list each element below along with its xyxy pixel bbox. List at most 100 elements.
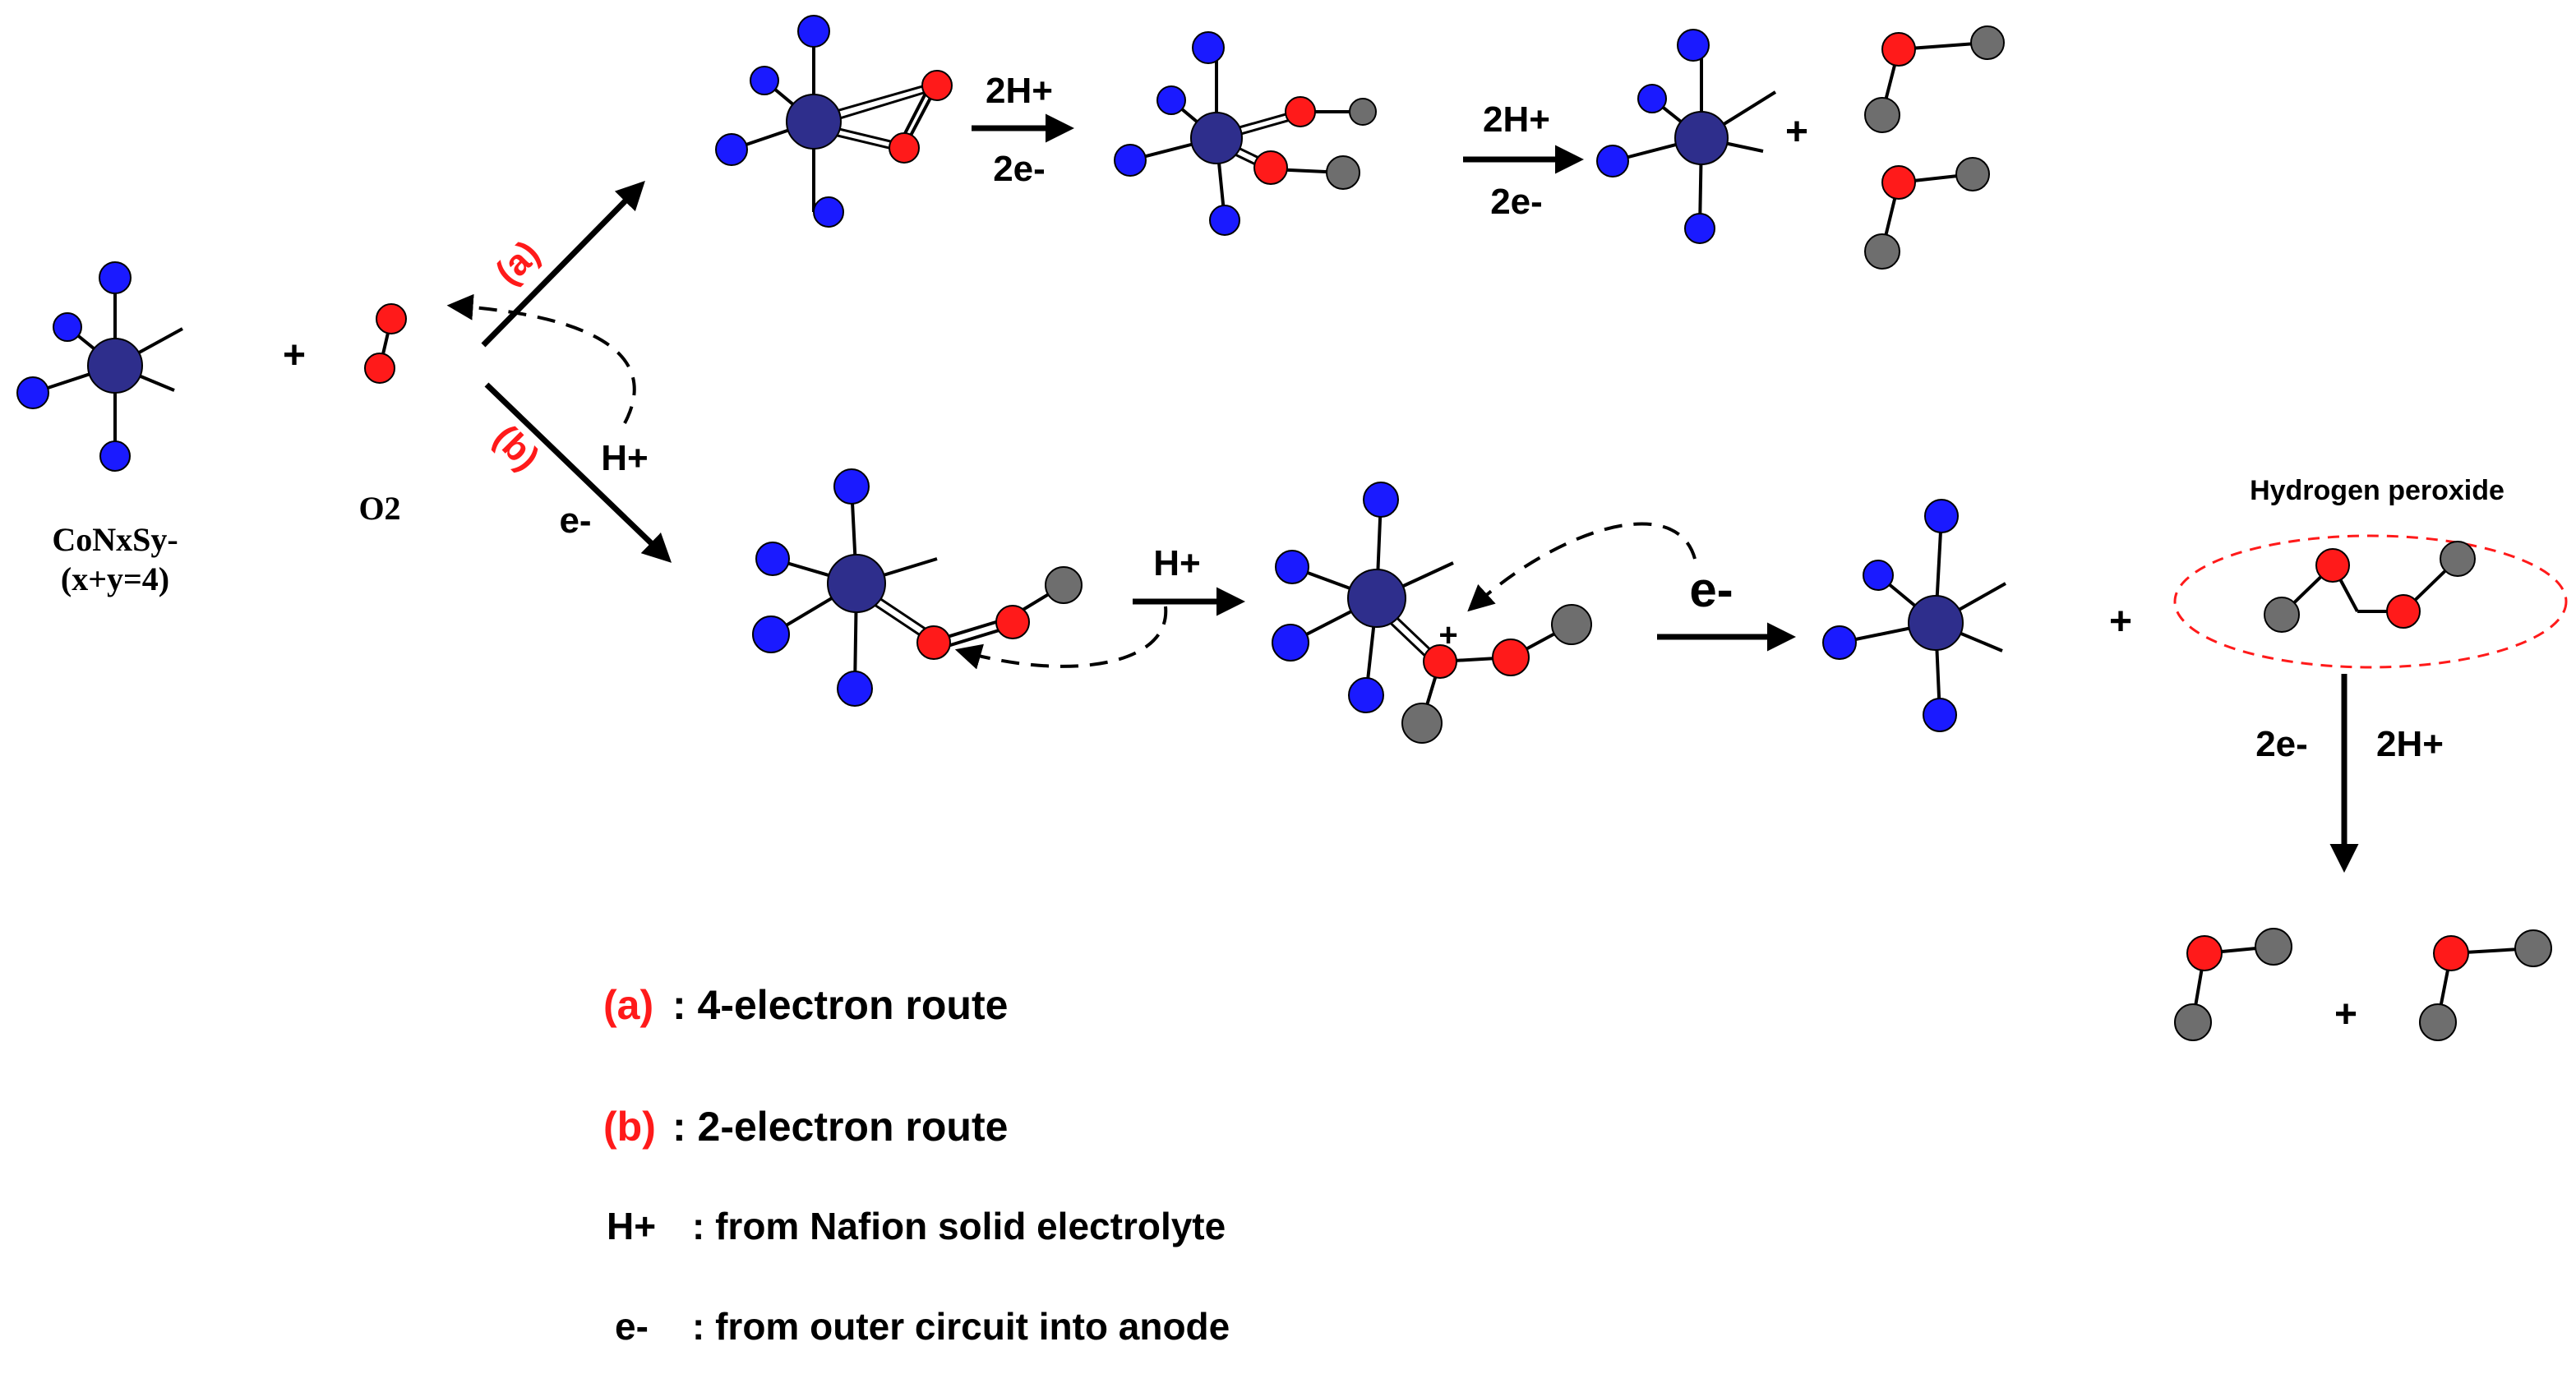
legend-text-a: : 4-electron route — [672, 982, 1008, 1028]
nitrogen-atom — [1192, 31, 1225, 64]
legend-text-h: : from Nafion solid electrolyte — [692, 1205, 1226, 1247]
co-o2-complex — [715, 15, 953, 228]
peroxide-reduction-right: 2H+ — [2376, 724, 2444, 764]
hydrogen-atom — [1551, 604, 1592, 645]
hydrogen-atom — [1401, 703, 1443, 744]
oxygen-atom — [364, 353, 395, 384]
hydrogen-atom — [1864, 233, 1900, 270]
oxygen-atom — [2315, 548, 2350, 583]
catalyst-label-line1: CoNxSy- — [52, 521, 178, 558]
nitrogen-atom — [813, 196, 844, 228]
hydrogen-peroxide-label: Hydrogen peroxide — [2250, 475, 2504, 506]
oxygen-atom — [1253, 150, 1288, 185]
hydrogen-atom — [2419, 1003, 2457, 1041]
route-a-step1-top: 2H+ — [986, 71, 1053, 111]
proton-transfer-curve — [446, 293, 636, 424]
cobalt-atom — [87, 338, 143, 394]
legend-text-b: : 2-electron route — [672, 1104, 1008, 1150]
nitrogen-atom — [1596, 145, 1629, 178]
cobalt-atom — [786, 94, 842, 150]
nitrogen-atom — [1863, 560, 1894, 591]
cobalt-atom — [1908, 595, 1964, 651]
nitrogen-atom — [1348, 677, 1384, 713]
legend-key-b: (b) — [603, 1104, 656, 1150]
legend-key-a: (a) — [603, 982, 653, 1028]
route-a-plus: + — [1785, 110, 1808, 154]
water-molecule — [2419, 929, 2552, 1041]
catalyst-regenerated-b — [1822, 499, 2006, 732]
nitrogen-atom — [1923, 698, 1957, 732]
oxygen-atom — [921, 70, 953, 101]
nitrogen-atom — [16, 376, 49, 409]
co-superoxo-complex — [752, 468, 1083, 707]
oxygen-atom — [376, 303, 407, 334]
route-a-label: (a) — [487, 233, 547, 293]
legend-key-h: H+ — [607, 1205, 656, 1247]
hydrogen-peroxide-highlight — [2173, 534, 2568, 669]
route-a-step2-top: 2H+ — [1483, 99, 1550, 140]
hydrogen-atom — [2514, 929, 2552, 967]
nitrogen-atom — [750, 66, 779, 95]
nitrogen-atom — [1924, 499, 1959, 533]
nitrogen-atom — [1156, 85, 1186, 115]
oxygen-atom — [1285, 96, 1316, 127]
cobalt-atom — [1347, 569, 1406, 628]
hydrogen-atom — [1349, 98, 1377, 126]
water-molecule — [1864, 25, 2005, 133]
nitrogen-atom — [1272, 624, 1309, 662]
oxygen-atom — [2186, 935, 2223, 971]
route-b-h-plus: H+ — [601, 438, 648, 478]
nitrogen-atom — [1275, 550, 1309, 584]
nitrogen-atom — [1684, 213, 1715, 244]
catalyst-molecule — [16, 261, 183, 472]
hydrogen-atom — [2255, 928, 2292, 966]
route-a-step2-bottom: 2e- — [1490, 182, 1543, 222]
electron-transfer-curve — [1467, 522, 1697, 612]
route-b-step2-label: e- — [1689, 562, 1733, 617]
catalyst-regenerated-a — [1596, 29, 1777, 244]
route-b-plus: + — [2109, 600, 2132, 643]
o2-label: O2 — [358, 490, 400, 527]
plus-sign: + — [283, 334, 306, 377]
route-a-arrow — [481, 181, 645, 348]
nitrogen-atom — [837, 671, 873, 707]
hydrogen-atom — [2174, 1003, 2212, 1041]
oxygen-atom — [995, 605, 1030, 639]
oxygen-atom — [1423, 644, 1457, 679]
oxygen-atom — [2433, 935, 2469, 971]
route-b-arrow — [484, 382, 672, 563]
route-b-step1-top: H+ — [1153, 543, 1200, 583]
route-b-e-minus: e- — [559, 500, 591, 541]
co-dihydroxy-complex — [1114, 31, 1377, 236]
catalyst-label-line2: (x+y=4) — [61, 560, 169, 597]
final-plus: + — [2334, 993, 2357, 1036]
nitrogen-atom — [833, 468, 870, 505]
cobalt-atom — [827, 554, 886, 613]
hydrogen-atom — [2440, 541, 2476, 577]
peroxide-reduction-left: 2e- — [2255, 724, 2308, 764]
water-molecule — [2174, 928, 2292, 1041]
nitrogen-atom — [1822, 625, 1857, 660]
hydrogen-atom — [1045, 566, 1083, 604]
nitrogen-atom — [755, 542, 790, 576]
co-hydroperoxo-complex — [1272, 482, 1592, 744]
cobalt-atom — [1190, 112, 1243, 164]
nitrogen-atom — [99, 440, 131, 472]
oxygen-atom — [2386, 594, 2421, 629]
nitrogen-atom — [53, 312, 82, 342]
hydrogen-atom — [1326, 155, 1360, 190]
nitrogen-atom — [1677, 29, 1710, 62]
nitrogen-atom — [1114, 144, 1147, 177]
legend-text-e: : from outer circuit into anode — [692, 1305, 1230, 1348]
nitrogen-atom — [99, 261, 132, 294]
proton-attack-curve — [954, 606, 1168, 670]
hydrogen-atom — [1955, 157, 1990, 191]
legend: (a) : 4-electron route (b) : 2-electron … — [603, 982, 1230, 1348]
route-a-step1-bottom: 2e- — [993, 149, 1046, 189]
oxygen-atom — [916, 625, 951, 660]
legend-key-e: e- — [615, 1305, 649, 1348]
nitrogen-atom — [752, 616, 790, 653]
cobalt-atom — [1674, 111, 1729, 165]
water-molecule — [1864, 157, 1990, 270]
